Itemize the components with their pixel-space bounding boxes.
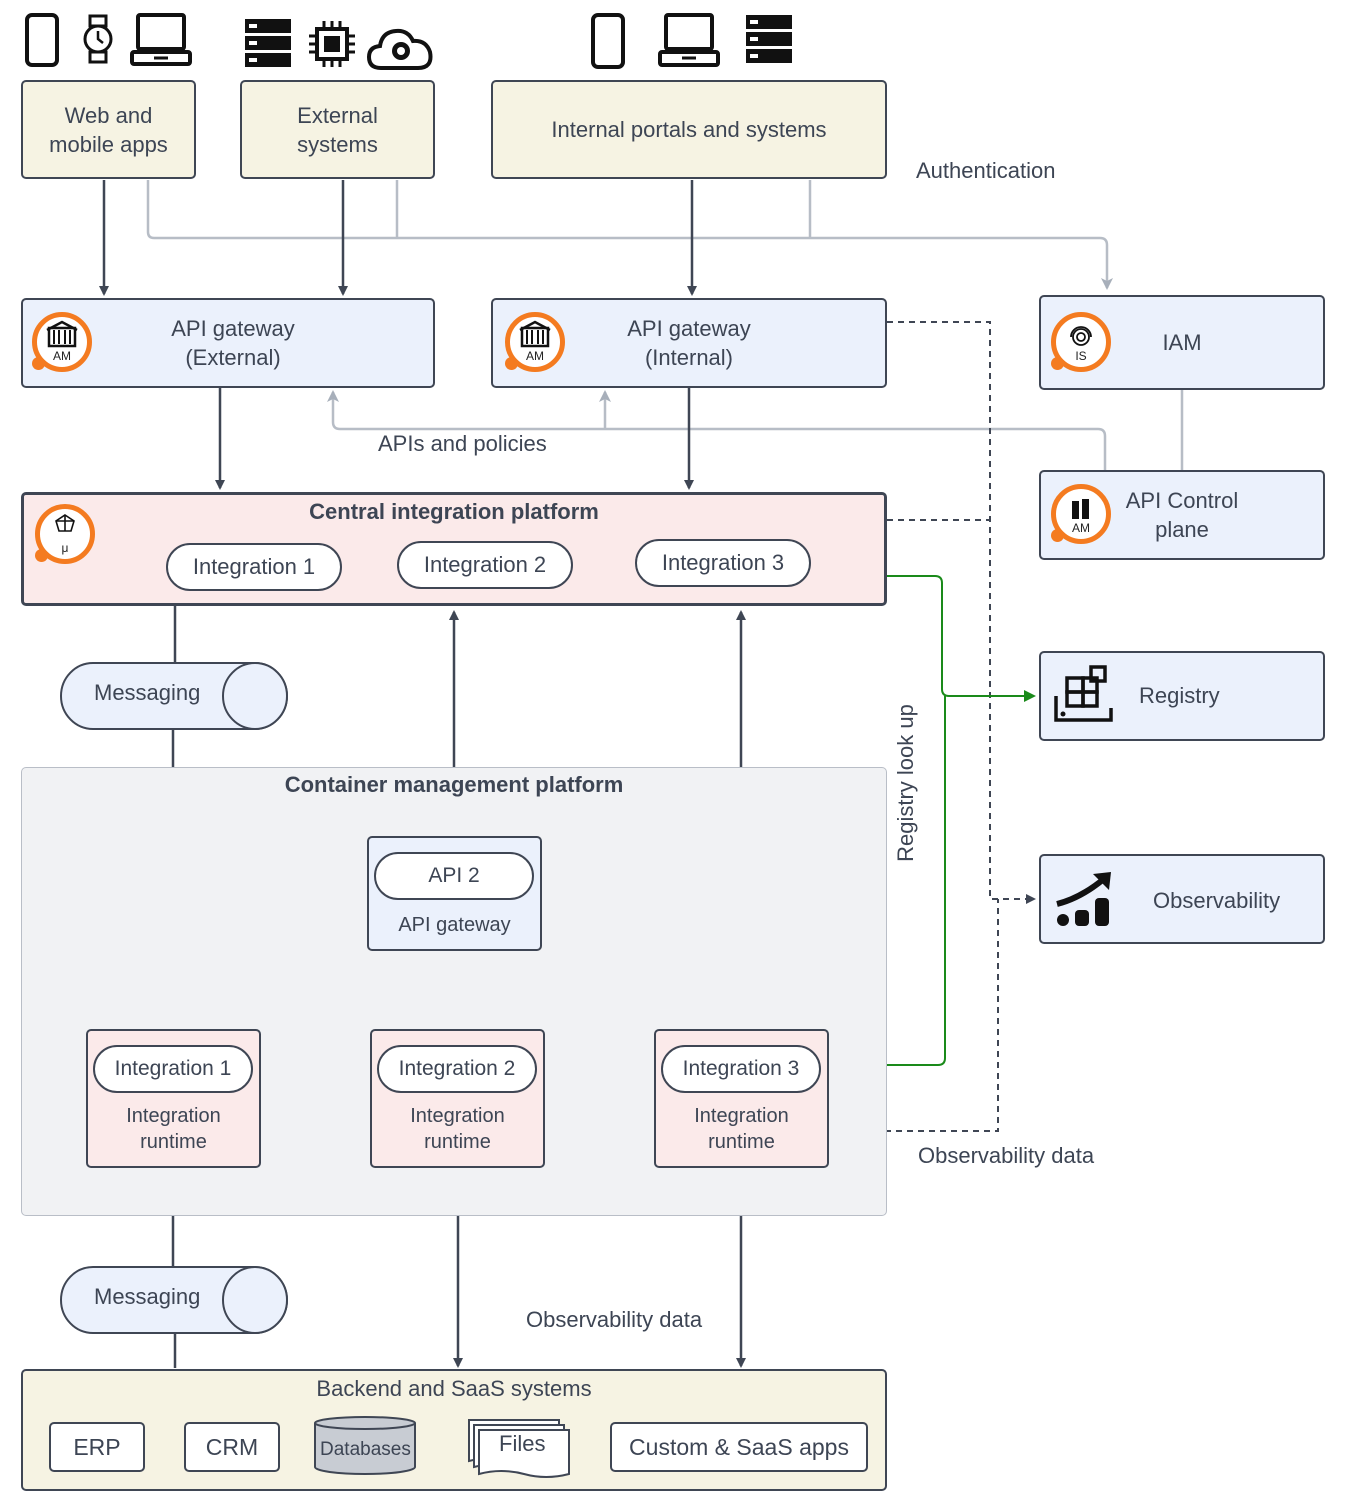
custom-saas-apps-box: Custom & SaaS apps <box>610 1422 868 1472</box>
fingerprint-icon: IS <box>1051 312 1111 372</box>
messaging-queue-top <box>60 662 288 730</box>
observability-chart-icon <box>1056 872 1111 926</box>
phone-icon <box>25 13 59 67</box>
central-integration-3: Integration 3 <box>635 539 811 587</box>
runtime-2-label: Integration runtime <box>410 1105 505 1153</box>
runtime-1-integration-pill: Integration 1 <box>93 1045 253 1093</box>
backend-title: Backend and SaaS systems <box>316 1376 592 1401</box>
runtime-3-integration-pill: Integration 3 <box>661 1045 821 1093</box>
api-control-plane-label: API Control plane <box>1125 488 1239 542</box>
server-icon <box>245 19 291 67</box>
registry-icon <box>1054 665 1113 722</box>
runtime-3-label: Integration runtime <box>694 1105 789 1153</box>
registry-label: Registry <box>1139 683 1220 708</box>
runtime-2-integration-pill: Integration 2 <box>377 1045 537 1093</box>
internal-portals-label: Internal portals and systems <box>551 117 827 142</box>
files-icon <box>468 1419 570 1478</box>
web-mobile-apps-label: Web and mobile apps <box>49 102 168 157</box>
gateway-icon: AM <box>1051 484 1111 544</box>
web-mobile-apps-box: Web and mobile apps <box>21 80 196 179</box>
databases-label: Databases <box>320 1439 411 1460</box>
observability-data-bottom-label: Observability data <box>526 1307 703 1332</box>
microservices-icon: μ <box>35 504 95 564</box>
messaging-top-label: Messaging <box>94 680 201 705</box>
database-icon <box>314 1416 416 1475</box>
runtime-1-label: Integration runtime <box>126 1105 221 1153</box>
central-integration-2: Integration 2 <box>397 541 573 589</box>
internal-portals-box: Internal portals and systems <box>491 80 887 179</box>
registry-box: Registry <box>1039 651 1325 741</box>
erp-box: ERP <box>49 1422 145 1472</box>
apis-policies-label: APIs and policies <box>378 431 547 456</box>
laptop-icon <box>130 13 192 66</box>
registry-lookup-label: Registry look up <box>892 704 918 862</box>
external-systems-box: External systems <box>240 80 435 179</box>
central-badge-text: μ <box>61 541 69 555</box>
gateway-badge-text: AM <box>526 349 544 363</box>
iam-label: IAM <box>1162 330 1202 355</box>
phone-icon <box>591 13 625 69</box>
server-icon <box>746 15 792 63</box>
api2-gateway-label: API gateway <box>398 914 511 936</box>
cloud-gear-icon <box>366 28 433 70</box>
laptop-icon <box>658 13 720 67</box>
crm-box: CRM <box>184 1422 280 1472</box>
observability-box: Observability <box>1039 854 1325 944</box>
control-plane-badge-text: AM <box>1072 521 1090 535</box>
authentication-label: Authentication <box>916 158 1056 183</box>
messaging-bottom-label: Messaging <box>94 1284 201 1309</box>
central-integration-1: Integration 1 <box>166 543 342 591</box>
gateway-icon: AM <box>32 312 92 372</box>
api-gateway-internal-label: API gateway (Internal) <box>627 316 751 370</box>
chip-icon <box>309 21 355 67</box>
observability-label: Observability <box>1153 888 1281 913</box>
observability-data-right-label: Observability data <box>918 1143 1095 1168</box>
central-platform-title: Central integration platform <box>309 499 599 524</box>
external-systems-label: External systems <box>297 102 378 157</box>
messaging-queue-bottom <box>60 1266 288 1334</box>
api-gateway-external-label: API gateway (External) <box>171 316 295 370</box>
watch-icon <box>83 14 113 64</box>
container-platform-title: Container management platform <box>284 772 624 797</box>
iam-badge-text: IS <box>1075 349 1087 363</box>
api2-pill: API 2 <box>374 852 534 900</box>
files-label: Files <box>499 1431 546 1456</box>
gateway-badge-text: AM <box>53 349 71 363</box>
gateway-icon: AM <box>505 312 565 372</box>
